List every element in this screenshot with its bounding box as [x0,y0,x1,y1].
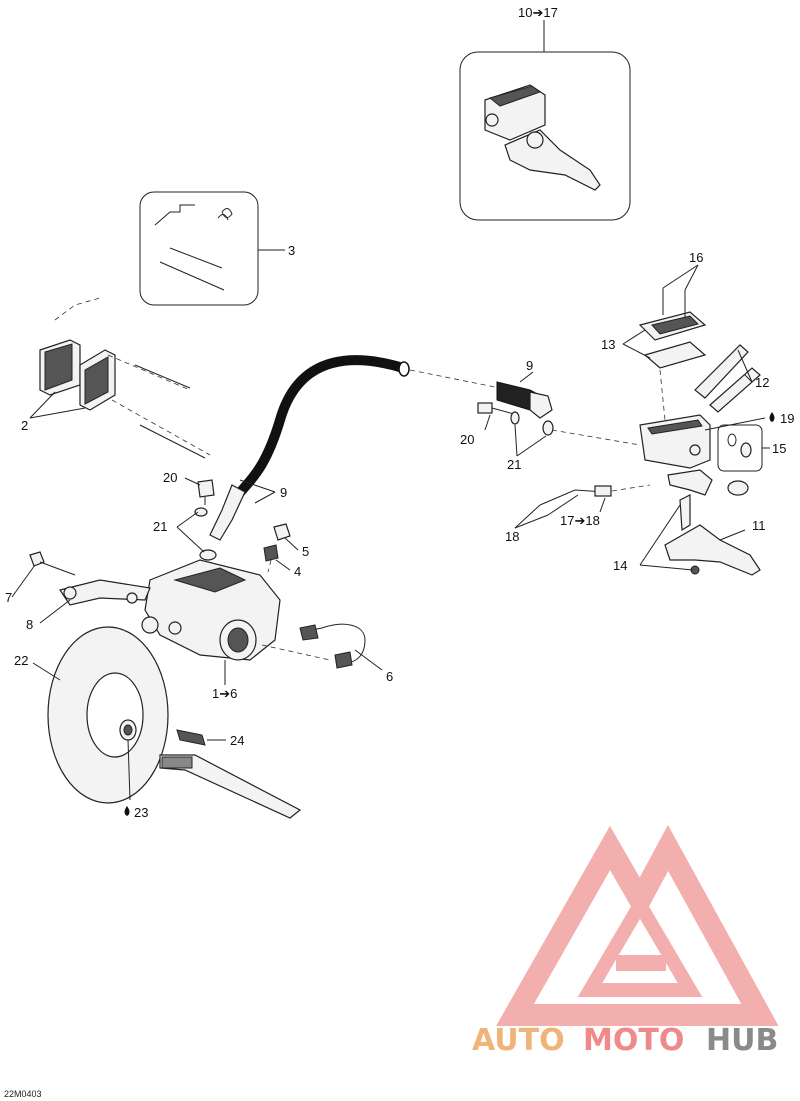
callout-6: 6 [386,669,393,684]
oil-drop-23 [124,806,130,816]
bleeder-cap-icon [273,523,291,541]
watermark-text-hub: HUB [706,1023,778,1058]
brake-switch-icon [539,484,651,516]
disc-key-icon [176,729,206,746]
hose-fitting-icon [496,381,553,419]
brake-lever-icon [664,494,761,576]
callout-13: 13 [601,337,615,352]
callout-24: 24 [230,733,244,748]
callout-4: 4 [294,564,301,579]
watermark-text-moto: MOTO [583,1023,684,1058]
brake-hose-icon [209,355,501,541]
callout-22: 22 [14,653,28,668]
watermark-text-auto: AUTO [472,1023,565,1058]
callout-9-top: 9 [526,358,533,373]
oil-drop-icon [769,412,775,422]
callout-5: 5 [302,544,309,559]
banjo-bolt-right-icon [477,402,641,446]
master-cylinder-assembly-icon [484,84,601,191]
oil-drop-icon [124,806,130,816]
caliper-bolt-icon [29,551,76,576]
callout-18: 18 [505,529,519,544]
clamp-bolts-icon [694,344,761,413]
master-cylinder-assembly-box [459,20,631,221]
banjo-bolt-left-icon [194,479,217,561]
callout-15: 15 [772,441,786,456]
callout-7: 7 [5,590,12,605]
callout-10-17: 10➔17 [518,5,558,20]
watermark-logo [496,825,779,1026]
callout-3: 3 [288,243,295,258]
callout-21-left: 21 [153,519,167,534]
brake-pads-icon [39,297,116,411]
callout-21-right: 21 [507,457,521,472]
leader-lines-2 [29,354,211,459]
oil-drop-19 [769,412,775,422]
callout-20-right: 20 [460,432,474,447]
watermark-triangle-icon [496,825,779,1026]
callout-11: 11 [752,518,766,533]
callout-2: 2 [21,418,28,433]
brake-disc-icon [47,626,169,804]
master-cylinder-body-icon [639,414,749,496]
callout-1-6: 1➔6 [212,686,237,701]
caliper-bracket-icon [59,579,151,606]
bleeder-screw-icon [263,544,279,573]
hardware-kit-box [139,191,285,306]
callout-23: 23 [134,805,148,820]
brake-caliper-icon [141,559,281,661]
piston-kit-box [717,424,770,472]
callout-17-18: 17➔18 [560,513,600,528]
callout-14: 14 [613,558,627,573]
callout-20-left: 20 [163,470,177,485]
callout-12: 12 [755,375,769,390]
callout-19: 19 [780,411,794,426]
diagram-code: 22M0403 [4,1089,42,1099]
reservoir-screws-icon [662,288,686,318]
reservoir-cover-icon [638,311,707,421]
drive-shaft-icon [159,754,302,819]
pin-clip-icon [154,204,233,291]
caliper-harness-icon [261,623,366,669]
callout-9-left: 9 [280,485,287,500]
callout-8: 8 [26,617,33,632]
callout-16: 16 [689,250,703,265]
